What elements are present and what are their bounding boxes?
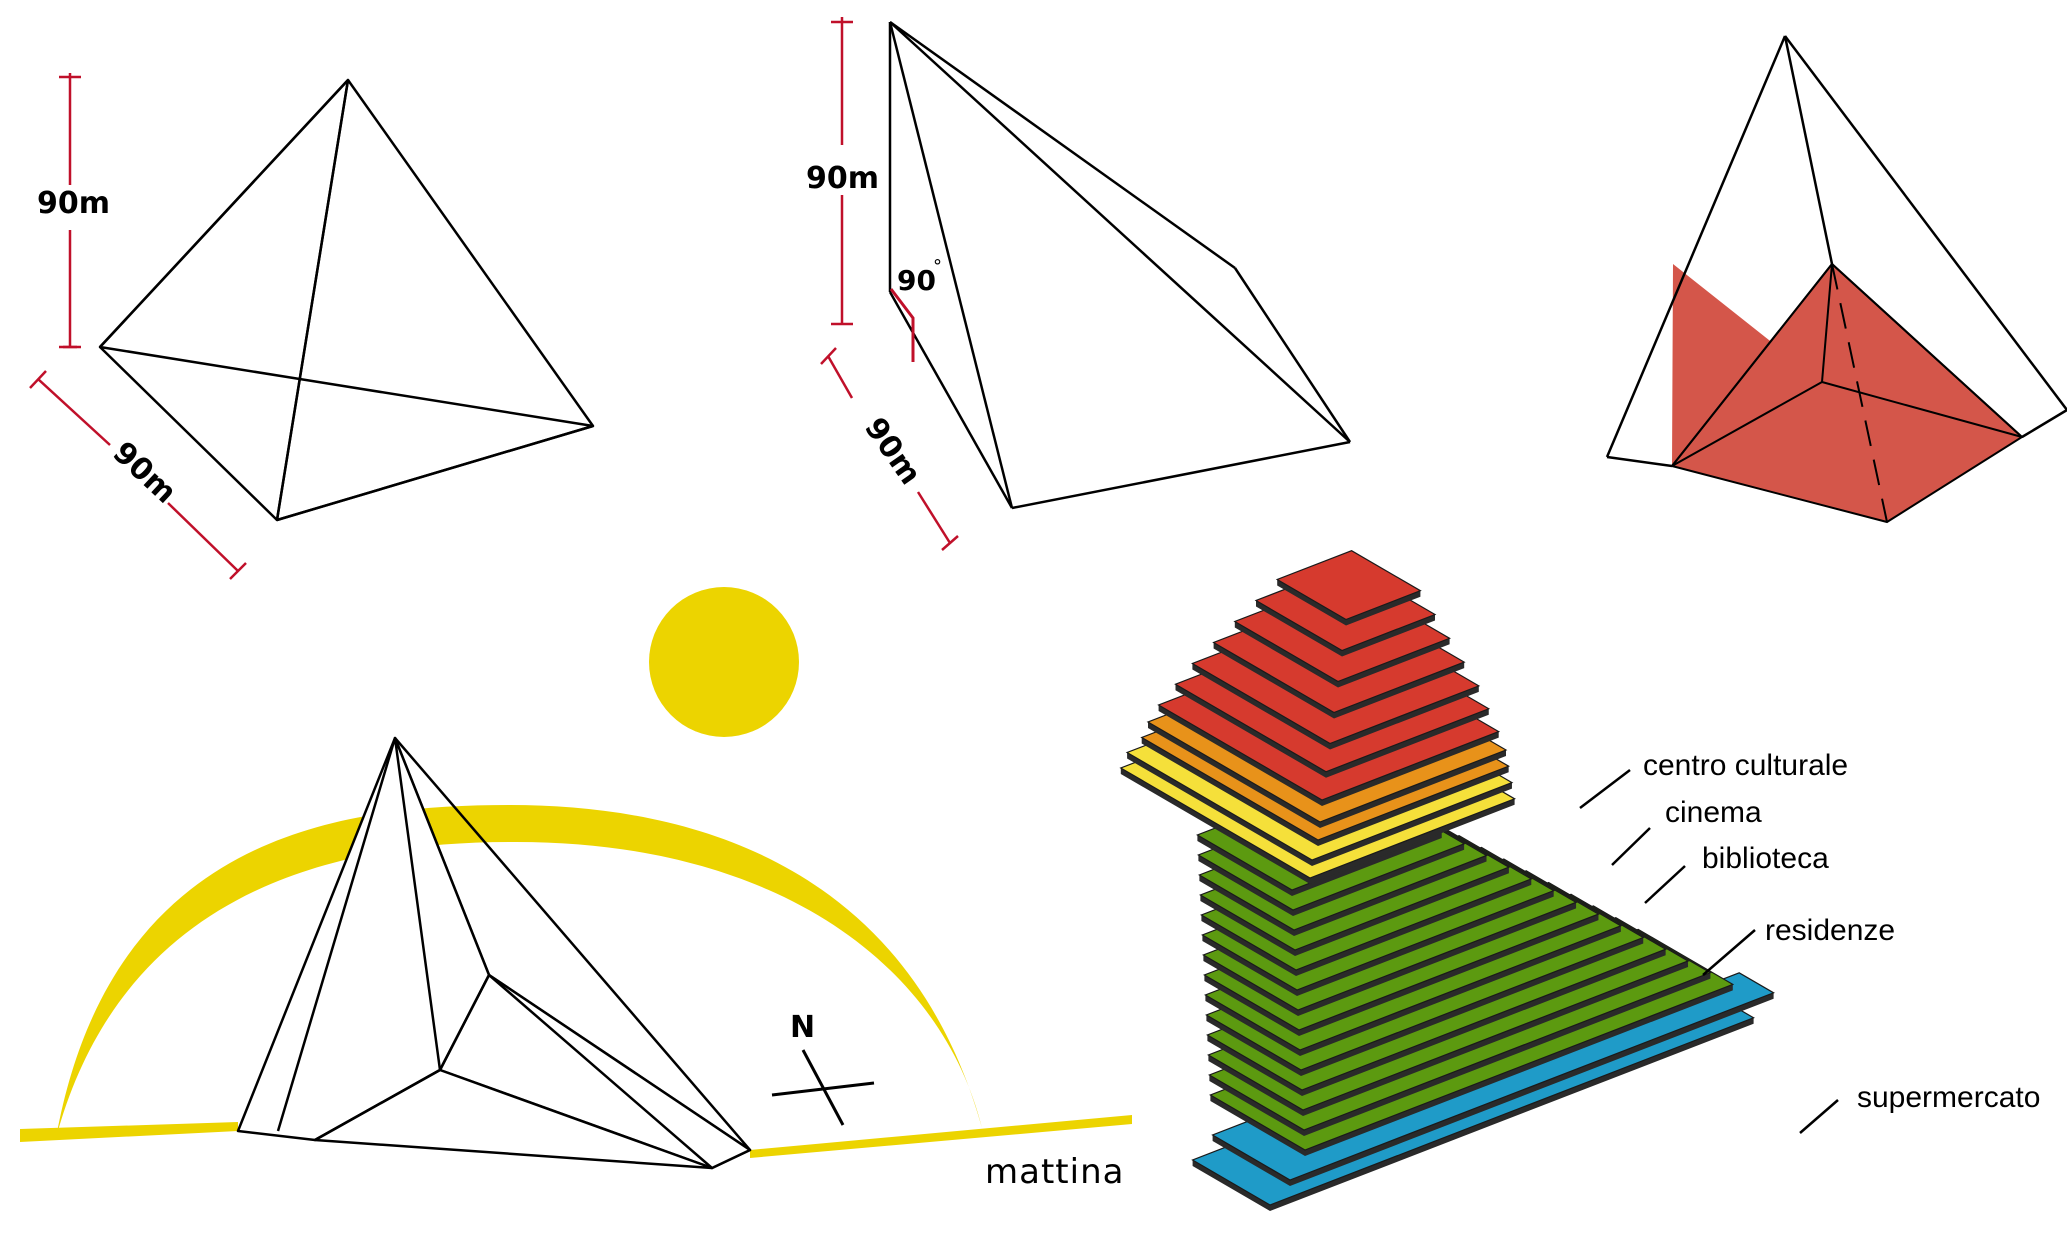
leader-line	[1702, 929, 1756, 976]
sun-diagram-building-edges	[276, 737, 751, 1169]
horizon-line-right	[750, 1115, 1132, 1158]
north-label: N	[790, 1010, 815, 1045]
program-stack-diagram	[1119, 550, 1775, 1211]
height-dimension-line-2	[831, 17, 853, 326]
pyramid-diagram-1: 90m 90m	[29, 73, 595, 580]
leader-line	[1799, 1099, 1839, 1134]
layer-label-supermercato: supermercato	[1857, 1081, 2040, 1114]
slab-centro-culturale	[1275, 550, 1422, 621]
pyramid-2-outline	[888, 20, 1352, 510]
leader-line	[1579, 769, 1631, 809]
layer-label-cinema: cinema	[1665, 796, 1762, 829]
layer-label-centro-culturale: centro culturale	[1643, 749, 1848, 782]
pyramid-diagram-2: 90m 90 ° 90m	[806, 17, 1352, 551]
height-dimension-line-1	[59, 73, 81, 349]
base-label-1: 90m	[106, 435, 183, 510]
slab-residenze-edge	[1198, 843, 1465, 916]
horizon-line-left	[20, 1122, 238, 1142]
height-label-2: 90m	[806, 161, 879, 196]
leader-line	[1611, 827, 1651, 866]
angle-label: 90	[897, 264, 936, 297]
pyramid-3-outline	[1605, 35, 2067, 468]
pyramid-1-outline	[98, 78, 595, 522]
base-dimension-line-1	[29, 370, 247, 580]
layer-label-biblioteca: biblioteca	[1702, 842, 1829, 875]
degree-symbol: °	[933, 256, 942, 277]
base-label-2: 90m	[857, 411, 928, 491]
program-labels: centro culturale cinema biblioteca resid…	[1579, 749, 2040, 1134]
height-label-1: 90m	[37, 186, 110, 221]
layer-label-residenze: residenze	[1765, 914, 1895, 947]
sun-path-diagram: N mattina	[20, 587, 1132, 1192]
time-label: mattina	[985, 1152, 1124, 1192]
base-dimension-line-2	[820, 347, 959, 551]
sun-diagram-building	[236, 736, 752, 1170]
compass-icon	[771, 1049, 875, 1126]
pyramid-diagram-3	[1605, 35, 2067, 524]
sun-icon	[649, 587, 799, 737]
slab-centro-culturale-edge	[1277, 579, 1421, 626]
inner-volume-edges	[1671, 263, 2023, 523]
right-angle-marker	[889, 288, 915, 362]
leader-line	[1644, 865, 1686, 904]
